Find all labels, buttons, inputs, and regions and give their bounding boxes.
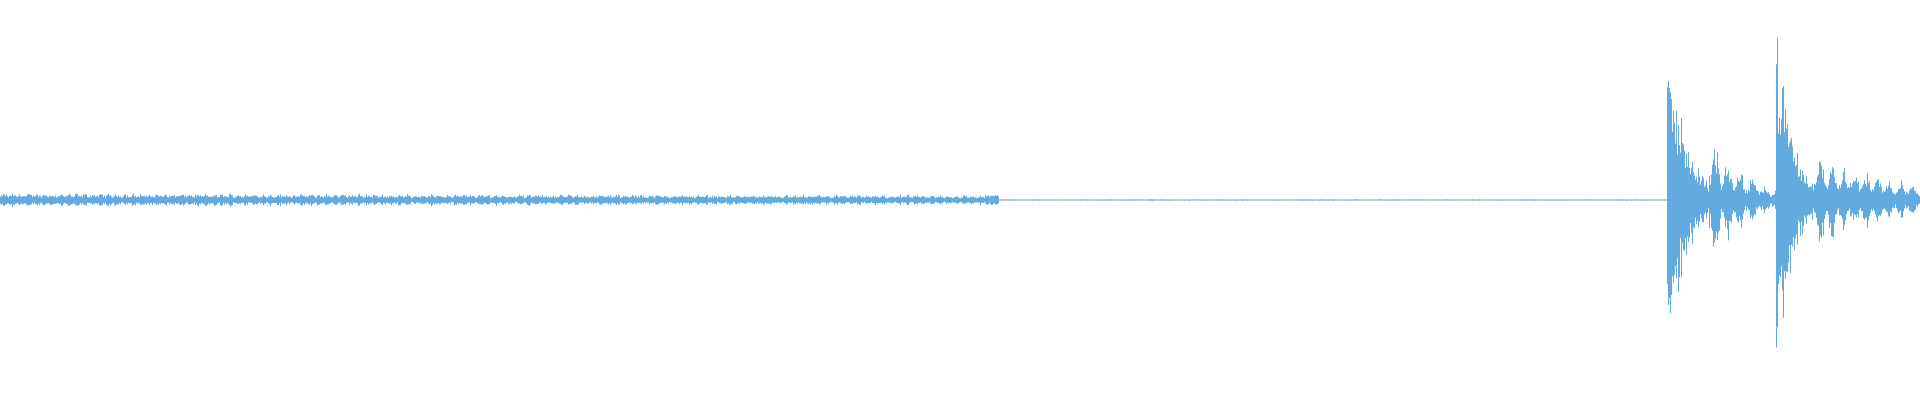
waveform-samples [0,38,1920,348]
waveform-trace [0,38,1920,348]
